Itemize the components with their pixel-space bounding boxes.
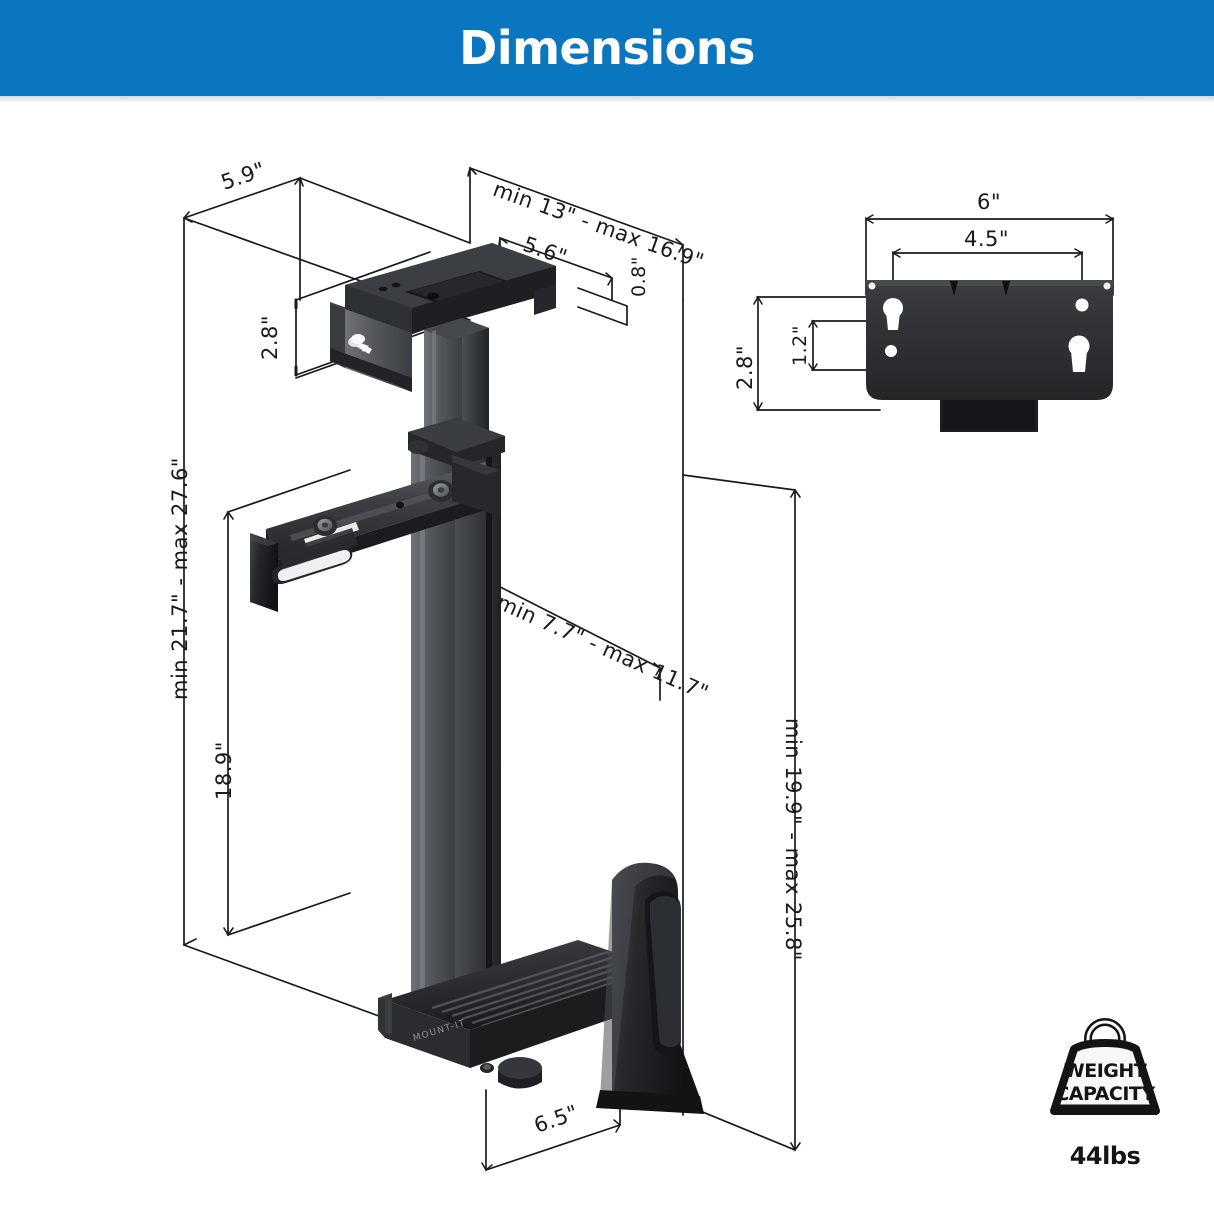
product-illustration-main: MOUNT-IT: [250, 243, 704, 1114]
side-support-wing: [596, 862, 704, 1114]
page-header-banner: Dimensions: [0, 0, 1214, 96]
dim-label-detail-hole-spacing-h: 4.5": [964, 227, 1010, 251]
base-tray: MOUNT-IT: [378, 940, 660, 1089]
dim-label-detail-hole-spacing-v: 1.2": [789, 325, 811, 366]
weight-badge-line2: CAPACITY: [1055, 1083, 1155, 1105]
dim-label-height-range: min 21.7" - max 27.6": [168, 457, 192, 700]
weight-capacity-badge: WEIGHT CAPACITY 44lbs: [1030, 1015, 1180, 1170]
dim-label-detail-plate-width: 6": [977, 190, 1002, 214]
dim-label-bracket-height: 2.8": [258, 314, 282, 360]
dim-label-tower-height: 18.9": [212, 741, 236, 800]
weight-capacity-value: 44lbs: [1069, 1142, 1141, 1170]
weight-badge-line1: WEIGHT: [1064, 1060, 1147, 1082]
product-illustration-detail: [866, 280, 1113, 432]
weight-icon: WEIGHT CAPACITY: [1050, 1018, 1160, 1115]
dim-label-plate-thickness: 0.8": [628, 256, 650, 297]
adjustable-side-arm: [250, 455, 500, 612]
dim-label-drop-range: min 19.9" - max 25.8": [781, 718, 805, 961]
header-shadow: [0, 96, 1214, 103]
page-title: Dimensions: [459, 21, 755, 75]
top-mount-plate: [330, 243, 556, 392]
telescoping-column: [408, 318, 505, 1017]
dim-label-detail-plate-height: 2.8": [733, 344, 757, 390]
